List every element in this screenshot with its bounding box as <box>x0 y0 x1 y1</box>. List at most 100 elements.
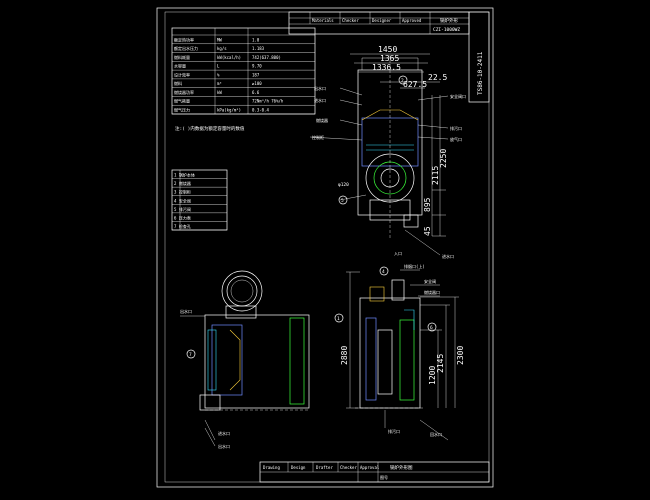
callout-1-marker <box>334 313 344 323</box>
spec-cell: 72Nm³/h 76%/h <box>252 99 284 104</box>
header-cell-2: Checker <box>342 18 359 23</box>
legend-row-label: 5 排污阀 <box>174 206 191 212</box>
spec-cell: kW(kcal/h) <box>217 55 241 60</box>
callout-2: 2 <box>401 78 404 84</box>
spec-cell: kg/s <box>217 46 227 51</box>
inner-frame <box>164 11 490 483</box>
label-safety: 安全阀口 <box>450 93 466 99</box>
spec-cell: m³ <box>217 81 222 86</box>
callout-5-marker <box>338 195 348 205</box>
top-right-title: 锅炉外形 <box>440 17 458 24</box>
front-view <box>309 53 449 256</box>
dim-627-5: 627.5 <box>403 80 427 89</box>
label-drain: 排污口 <box>450 125 462 131</box>
dim-2250: 2250 <box>439 149 448 168</box>
spec-cell: kW <box>217 90 222 95</box>
legend-row-label: 7 检查孔 <box>174 223 191 229</box>
dim-1365: 1365 <box>380 54 399 63</box>
label-outlet: 出水口 <box>314 85 326 91</box>
label-burner: 燃烧器 <box>316 117 328 123</box>
dim-1450: 1450 <box>378 45 397 54</box>
bottom-cell-3: Drafter <box>316 465 333 470</box>
bottom-cell-5: Approval <box>360 465 380 470</box>
callout-6: 6 <box>430 325 433 331</box>
top-title-block: Materials Checker Designer Approved 锅炉外形… <box>288 11 470 35</box>
dim-895: 895 <box>423 197 432 212</box>
spec-cell: 187 <box>252 72 260 77</box>
label-vent: 放气口 <box>450 136 462 142</box>
dim-2880: 2880 <box>340 346 349 365</box>
bottom-title-block: Drawing Design Drafter Checker Approval … <box>259 461 490 483</box>
spec-cell: 燃料 <box>174 80 182 86</box>
callout-5: 5 <box>341 198 344 204</box>
spec-cell: 9.70 <box>252 64 262 69</box>
spec-cell: 额定出水压力 <box>174 45 198 51</box>
side-view-right <box>346 269 459 441</box>
header-cell-4: Approved <box>402 18 422 23</box>
model-number: CZI-1000WZ <box>433 27 460 33</box>
legend-rows: 1 锅炉本体 2 燃烧器 3 控制柜 4 安全阀 5 排污阀 6 压力表 7 检查孔 <box>172 172 227 231</box>
spec-cell: 燃烧器功率 <box>174 89 194 95</box>
legend-row-label: 6 压力表 <box>174 214 191 220</box>
label-side3: 排污口 <box>388 428 400 434</box>
label-bot2: 出水口 <box>218 443 230 449</box>
label-smoke: 排烟口(上) <box>404 263 425 269</box>
legend-row-label: 2 燃烧器 <box>174 180 191 186</box>
spec-cell: 燃气压力 <box>174 107 190 113</box>
spec-cell: 设计效率 <box>174 71 190 77</box>
dim-2300: 2300 <box>456 346 465 365</box>
spec-cell: kPa(kg/m²) <box>217 108 241 113</box>
dim-1200: 1200 <box>428 366 437 385</box>
side-view-left <box>180 270 310 447</box>
dim-2145: 2145 <box>436 354 445 373</box>
label-inlet: 进水口 <box>314 97 326 103</box>
bottom-cell-4: Checker <box>340 465 357 470</box>
spec-rows: 额定热功率 MW 1.0 额定出水压力 kg/s 1.183 燃料耗量 kW(kcal/h) 7… <box>172 36 315 115</box>
label-bot1: 进水口 <box>218 430 230 436</box>
callout-2-marker <box>398 75 408 85</box>
spec-cell: % <box>217 72 220 77</box>
spec-cell: ≥100 <box>252 81 262 86</box>
spec-cell: 1.183 <box>252 46 265 51</box>
dim-22-5: 22.5 <box>428 73 447 82</box>
spec-cell: 6.6 <box>252 90 260 95</box>
callout-7-marker <box>186 349 196 359</box>
label-ctrl: 控制柜 <box>312 134 324 140</box>
spec-cell: 0.3-0.4 <box>252 108 269 113</box>
callout-7: 7 <box>189 352 192 358</box>
bottom-cell-1: Drawing <box>263 465 280 470</box>
label-water-in: 进水口 <box>442 253 454 259</box>
callout-4: 4 <box>382 269 385 275</box>
doc-number: TS86-10-2411 <box>477 51 484 95</box>
bottom-cell-2: Design <box>291 465 306 470</box>
dim-45: 45 <box>423 226 432 236</box>
legend-row-label: 3 控制柜 <box>174 189 191 195</box>
label-side4: 回水口 <box>430 431 442 437</box>
dim-phi: φ120 <box>338 182 349 188</box>
legend-row-label: 1 锅炉本体 <box>174 172 195 178</box>
callout-1: 1 <box>337 316 340 322</box>
header-cell-3: Designer <box>372 18 392 23</box>
spec-cell: 742(637.800) <box>252 55 281 60</box>
spec-cell: 燃气耗量 <box>174 98 190 104</box>
drawing-title: 锅炉外形图 <box>390 464 413 471</box>
spec-cell: MW <box>217 37 222 42</box>
dim-2115: 2115 <box>431 166 440 185</box>
sheet-label: 图号 <box>380 474 388 480</box>
callout-4-marker <box>379 266 389 276</box>
spec-note: 注:( )内数据为额定容量时的数值 <box>175 125 245 132</box>
label-side2: 燃烧器口 <box>424 289 440 295</box>
spec-cell: L <box>217 64 220 69</box>
label-left1: 出水口 <box>180 308 192 314</box>
header-cell-1: Materials <box>312 18 334 23</box>
spec-cell: 水容量 <box>174 63 186 69</box>
spec-cell: 1.0 <box>252 37 260 42</box>
label-side1: 安全阀 <box>424 278 436 284</box>
dim-1336: 1336.5 <box>372 63 401 72</box>
spec-cell: 燃料耗量 <box>174 54 190 60</box>
legend-row-label: 4 安全阀 <box>174 197 191 203</box>
label-mid: 入口 <box>394 251 402 256</box>
outer-frame <box>156 7 494 488</box>
spec-cell: 额定热功率 <box>174 36 194 42</box>
